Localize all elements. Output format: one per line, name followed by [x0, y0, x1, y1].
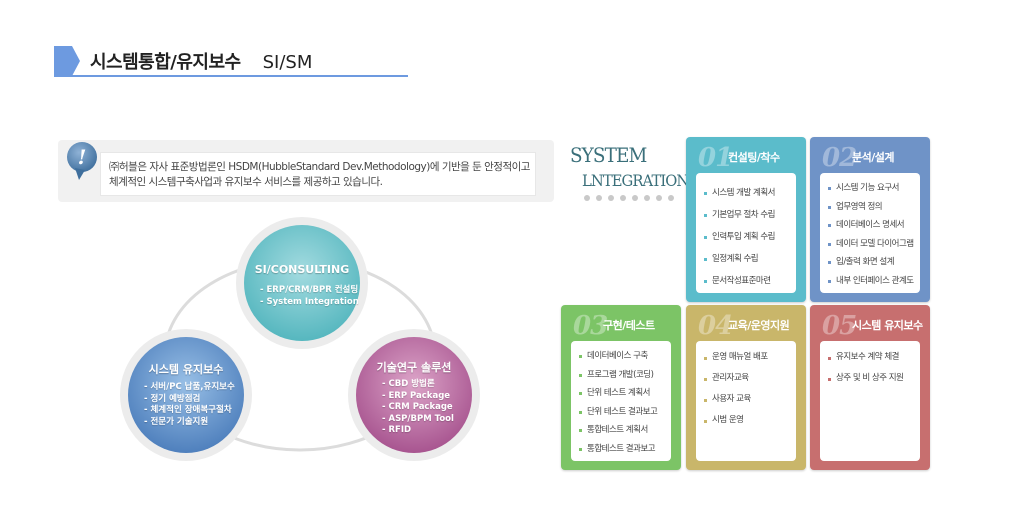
decorative-dots — [584, 195, 674, 201]
phase-card-body: 유지보수 계약 체결 상주 및 비 상주 지원 — [820, 341, 920, 461]
page-title-abbrev: SI/SM — [262, 52, 313, 73]
left-circle-item: - 체계적인 장애복구절차 — [144, 405, 232, 415]
top-circle-title: SI/CONSULTING — [254, 263, 350, 276]
phase-item: 통합테스트 계획서 — [579, 421, 671, 440]
service-diagram: SI/CONSULTING - ERP/CRM/BPR 컨설팅 - System… — [100, 215, 500, 475]
phase-item: 일정계획 수립 — [704, 248, 796, 270]
right-circle-item: - RFID — [382, 425, 412, 435]
phase-card-implementation: 03 구현/테스트 데이터베이스 구축 프로그램 개발(코딩) 단위 테스트 계… — [561, 305, 681, 470]
left-circle-item: - 정기 예방점검 — [144, 393, 201, 404]
svg-text:!: ! — [78, 145, 87, 169]
right-circle-item: - CBD 방법론 — [382, 379, 435, 389]
phase-item: 시범 운영 — [704, 410, 796, 431]
phase-card-header: 05 시스템 유지보수 — [810, 305, 930, 341]
phase-item: 데이터베이스 명세서 — [828, 216, 920, 235]
intro-text: ㈜허블은 자사 표준방법론인 HSDM(HubbleStandard Dev.M… — [109, 161, 530, 188]
phase-item: 상주 및 비 상주 지원 — [828, 368, 920, 389]
phase-card-body: 시스템 개발 계획서 기본업무 절차 수립 인력투입 계획 수립 일정계획 수립… — [696, 173, 796, 293]
left-circle-title: 시스템 유지보수 — [148, 363, 224, 376]
top-circle-list: - ERP/CRM/BPR 컨설팅 - System Integration — [260, 285, 359, 308]
intro-text-panel: ㈜허블은 자사 표준방법론인 HSDM(HubbleStandard Dev.M… — [100, 152, 536, 196]
phase-title: 분석/설계 — [852, 151, 895, 164]
page-title-korean: 시스템통합/유지보수 — [90, 52, 241, 73]
phase-item: 업무영역 정의 — [828, 198, 920, 217]
right-circle — [356, 337, 472, 453]
phase-card-header: 02 분석/설계 — [810, 137, 930, 173]
phase-number: 05 — [822, 311, 857, 341]
left-circle — [128, 337, 244, 453]
left-circle-item: - 서버/PC 납품,유지보수 — [144, 382, 235, 392]
right-circle-item: - CRM Package — [382, 402, 453, 412]
phase-card-body: 데이터베이스 구축 프로그램 개발(코딩) 단위 테스트 계획서 단위 테스트 … — [571, 341, 671, 461]
system-integration-title-line1: SYSTEM — [570, 143, 647, 167]
phase-item: 데이터베이스 구축 — [579, 347, 671, 366]
phase-title: 교육/운영지원 — [728, 319, 790, 332]
phase-item: 관리자교육 — [704, 368, 796, 389]
phase-item: 데이터 모델 다이어그램 — [828, 235, 920, 254]
system-integration-title-line2: LNTEGRATION — [582, 171, 689, 190]
phase-item: 시스템 기능 요구서 — [828, 179, 920, 198]
left-circle-item: - 전문가 기술지원 — [144, 416, 209, 427]
page-header: 시스템통합/유지보수 SI/SM — [54, 44, 408, 78]
phase-title: 시스템 유지보수 — [852, 319, 923, 332]
phase-item-list: 유지보수 계약 체결 상주 및 비 상주 지원 — [820, 341, 920, 389]
phase-item: 단위 테스트 결과보고 — [579, 403, 671, 422]
phase-card-education: 04 교육/운영지원 운영 매뉴얼 배포 관리자교육 사용자 교육 시범 운영 — [686, 305, 806, 470]
phase-number: 03 — [573, 311, 608, 341]
phase-title: 컨설팅/착수 — [728, 151, 780, 164]
right-circle-title: 기술연구 솔루션 — [376, 361, 452, 374]
phase-title: 구현/테스트 — [603, 319, 655, 332]
phase-item: 시스템 개발 계획서 — [704, 182, 796, 204]
page-title: 시스템통합/유지보수 SI/SM — [90, 48, 312, 74]
phase-card-maintenance: 05 시스템 유지보수 유지보수 계약 체결 상주 및 비 상주 지원 — [810, 305, 930, 470]
phase-item-list: 데이터베이스 구축 프로그램 개발(코딩) 단위 테스트 계획서 단위 테스트 … — [571, 341, 671, 458]
arrow-marker-icon — [54, 46, 80, 76]
right-circle-item: - ERP Package — [382, 390, 451, 401]
exclamation-bubble-icon: ! — [67, 142, 97, 180]
phase-item: 인력투입 계획 수립 — [704, 226, 796, 248]
top-circle-item: - System Integration — [260, 296, 359, 307]
phase-item: 단위 테스트 계획서 — [579, 384, 671, 403]
phase-item: 운영 매뉴얼 배포 — [704, 347, 796, 368]
right-circle-item: - ASP/BPM Tool — [382, 413, 454, 424]
phase-card-consulting: 01 컨설팅/착수 시스템 개발 계획서 기본업무 절차 수립 인력투입 계획 … — [686, 137, 806, 302]
phase-number: 04 — [698, 311, 733, 341]
right-circle-list: - CBD 방법론 - ERP Package - CRM Package - … — [382, 379, 454, 437]
header-underline — [54, 75, 408, 77]
phase-item: 유지보수 계약 체결 — [828, 347, 920, 368]
phase-item: 사용자 교육 — [704, 389, 796, 410]
phase-card-header: 04 교육/운영지원 — [686, 305, 806, 341]
phase-item-list: 시스템 기능 요구서 업무영역 정의 데이터베이스 명세서 데이터 모델 다이어… — [820, 173, 920, 290]
top-circle-item: - ERP/CRM/BPR 컨설팅 — [260, 285, 359, 295]
phase-card-analysis: 02 분석/설계 시스템 기능 요구서 업무영역 정의 데이터베이스 명세서 데… — [810, 137, 930, 302]
phase-card-body: 시스템 기능 요구서 업무영역 정의 데이터베이스 명세서 데이터 모델 다이어… — [820, 173, 920, 293]
phase-number: 01 — [698, 143, 733, 173]
phase-number: 02 — [822, 143, 857, 173]
diagram-graphic — [120, 217, 480, 461]
phase-item: 입/출력 화면 설계 — [828, 253, 920, 272]
intro-box: ㈜허블은 자사 표준방법론인 HSDM(HubbleStandard Dev.M… — [58, 140, 554, 202]
phase-card-header: 03 구현/테스트 — [561, 305, 681, 341]
phase-item-list: 운영 매뉴얼 배포 관리자교육 사용자 교육 시범 운영 — [696, 341, 796, 431]
top-circle — [244, 225, 360, 341]
phase-item-list: 시스템 개발 계획서 기본업무 절차 수립 인력투입 계획 수립 일정계획 수립… — [696, 173, 796, 292]
left-circle-list: - 서버/PC 납품,유지보수 - 정기 예방점검 - 체계적인 장애복구절차 … — [144, 382, 235, 428]
phase-card-header: 01 컨설팅/착수 — [686, 137, 806, 173]
phase-item: 내부 인터페이스 관계도 — [828, 272, 920, 291]
phase-item: 프로그램 개발(코딩) — [579, 366, 671, 385]
phase-item: 기본업무 절차 수립 — [704, 204, 796, 226]
phase-item: 문서작성표준마련 — [704, 270, 796, 292]
phase-item: 통합테스트 결과보고 — [579, 440, 671, 459]
phase-card-body: 운영 매뉴얼 배포 관리자교육 사용자 교육 시범 운영 — [696, 341, 796, 461]
